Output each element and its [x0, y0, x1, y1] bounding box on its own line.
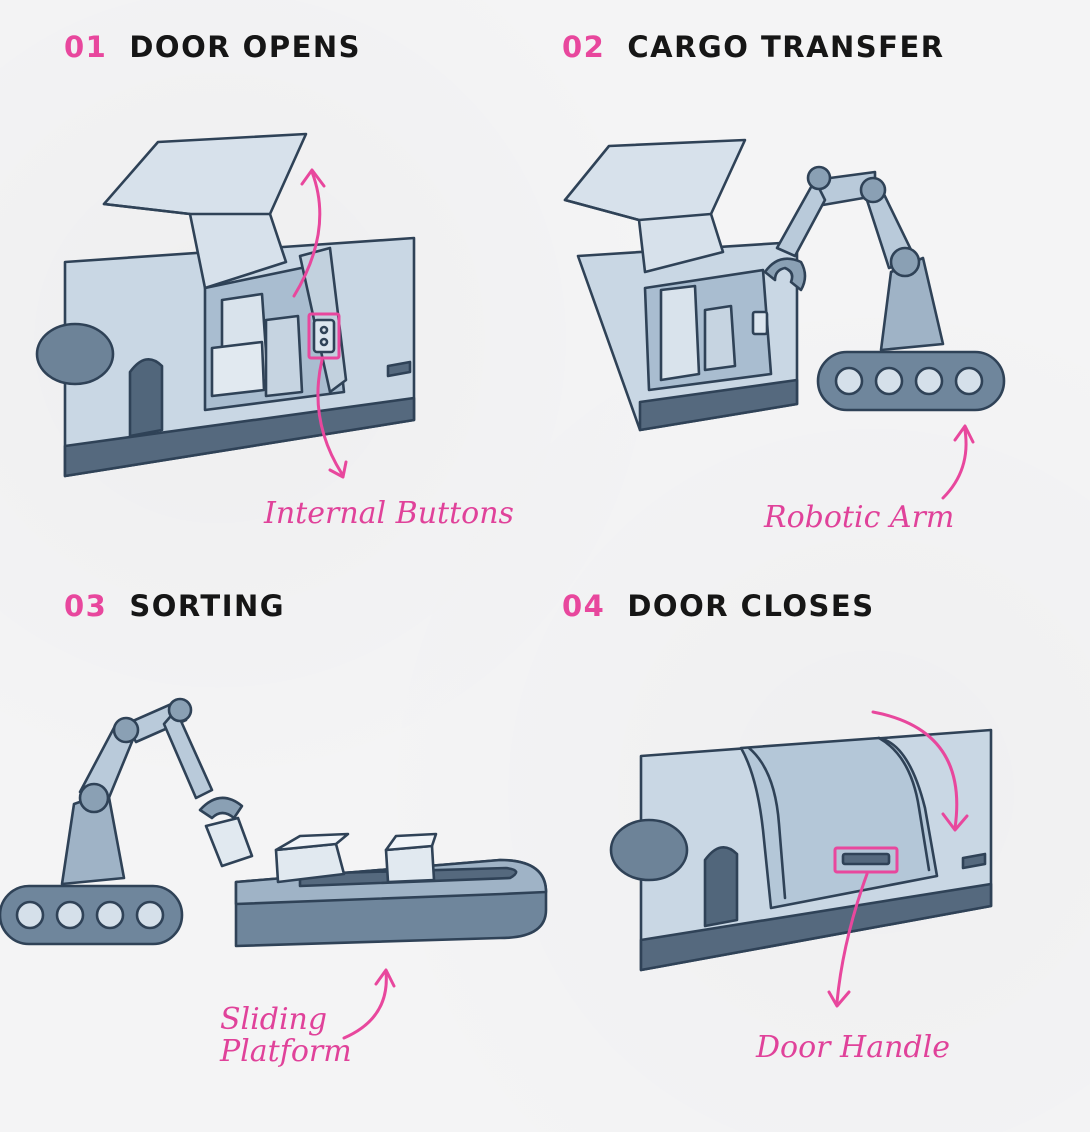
arm-joint-shoulder: [861, 178, 885, 202]
door-handle: [843, 854, 889, 864]
arm-wrist: [777, 180, 825, 256]
sliding-platform-label-line2: Platform: [220, 1036, 352, 1068]
track-wheel-2: [876, 368, 902, 394]
track-wheel-3: [97, 902, 123, 928]
robotic-arm-arrowhead: [955, 426, 973, 442]
button-bottom: [321, 339, 327, 345]
button-panel: [314, 320, 334, 352]
arm-joint-elbow: [891, 248, 919, 276]
arm-joint-wrist: [169, 699, 191, 721]
step-1-illustration: [0, 0, 545, 560]
sliding-platform-label: Sliding Platform: [220, 1004, 352, 1067]
arm-joint-elbow: [80, 784, 108, 812]
track-wheel-4: [956, 368, 982, 394]
package-2: [386, 846, 434, 882]
sliding-platform-label-line1: Sliding: [220, 1004, 352, 1036]
track-wheel-3: [916, 368, 942, 394]
step-2-illustration: [545, 0, 1090, 560]
door-handle-label: Door Handle: [756, 1032, 950, 1064]
cargo-box-1: [661, 286, 699, 380]
internal-buttons-label: Internal Buttons: [264, 498, 514, 530]
cargo-box-3: [212, 342, 264, 396]
track-wheel-4: [137, 902, 163, 928]
vehicle-window: [37, 324, 113, 384]
closed-door: [741, 738, 937, 908]
arm-joint-wrist: [808, 167, 830, 189]
track-wheel-1: [17, 902, 43, 928]
cargo-box-2: [266, 316, 302, 396]
held-package: [206, 818, 252, 866]
track-wheel-1: [836, 368, 862, 394]
side-slot: [388, 362, 410, 376]
arm-wrist: [164, 710, 212, 798]
package-2-top: [386, 834, 436, 850]
arm-joint-shoulder: [114, 718, 138, 742]
track-wheel-2: [57, 902, 83, 928]
robotic-arm-label: Robotic Arm: [764, 502, 954, 534]
vehicle-door-side: [705, 847, 737, 926]
button-top: [321, 327, 327, 333]
side-slot: [963, 854, 985, 868]
button-panel: [753, 312, 767, 334]
arm-gripper: [200, 798, 242, 818]
vehicle-window: [611, 820, 687, 880]
cargo-box-2: [705, 306, 735, 370]
vehicle-door-side: [130, 359, 162, 436]
